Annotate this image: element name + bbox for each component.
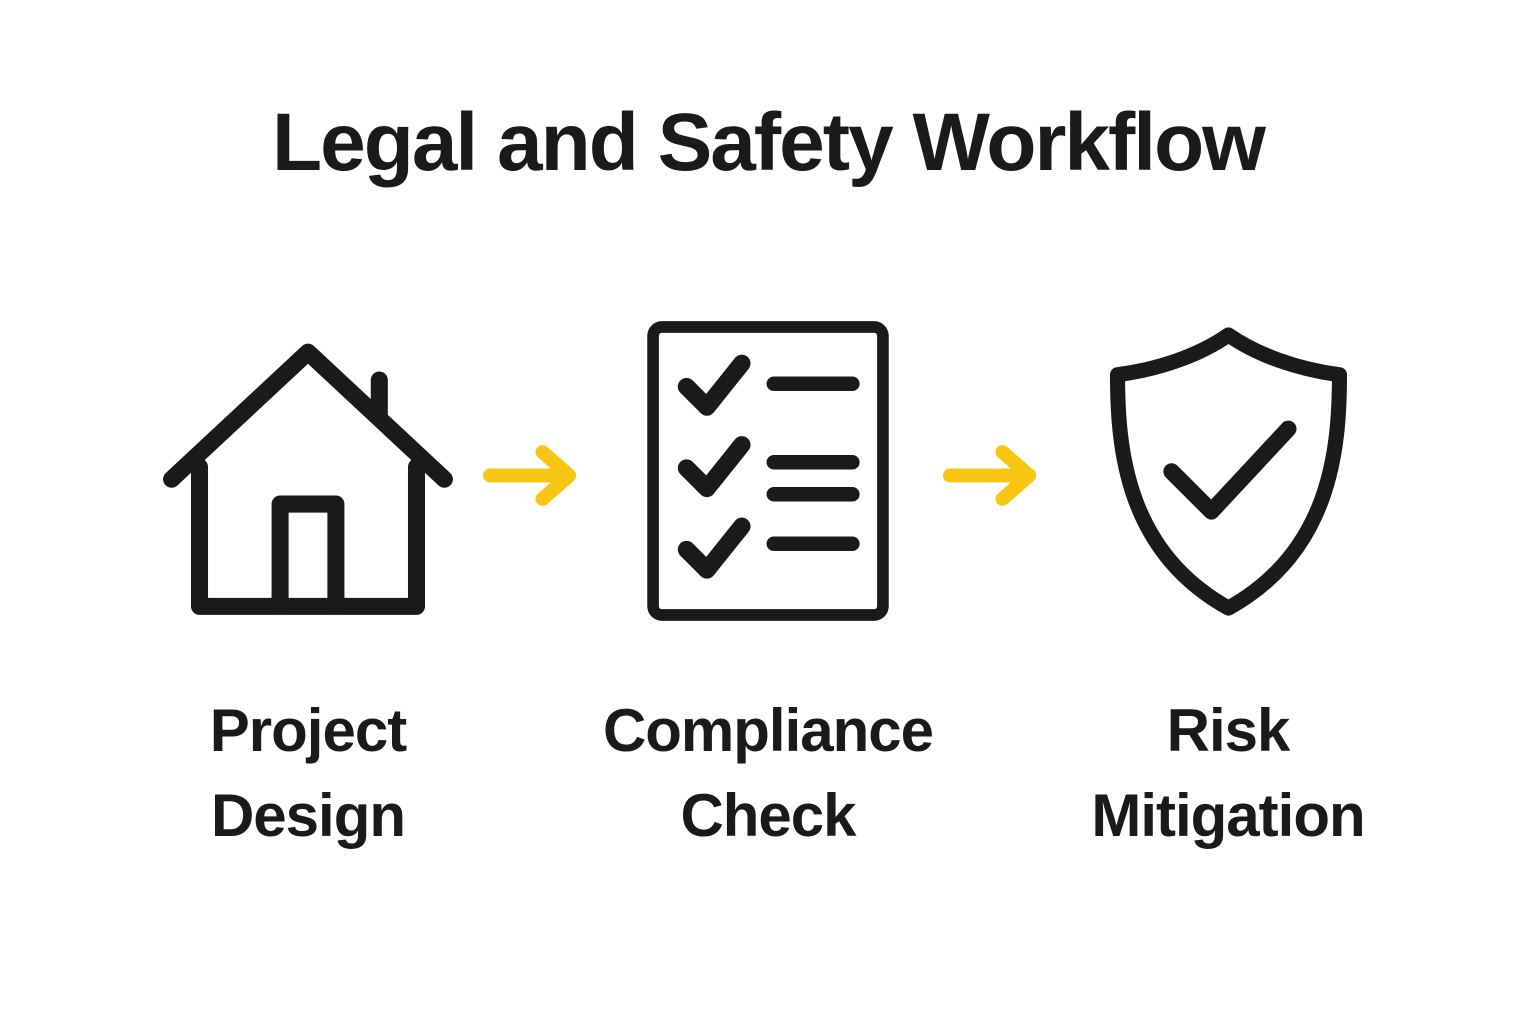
step-label: Project Design <box>209 688 407 858</box>
step-project-design: Project Design <box>134 306 482 858</box>
checklist-icon <box>637 306 899 636</box>
step-compliance-check: Compliance Check <box>594 306 942 858</box>
step-label-line2: Design <box>210 782 406 850</box>
step-label-line1: Compliance <box>602 697 934 765</box>
step-label-line1: Project <box>209 697 407 765</box>
step-label-line1: Risk <box>1166 697 1291 765</box>
shield-icon <box>1086 306 1371 636</box>
workflow-row: Project Design <box>134 306 1402 858</box>
step-label-line2: Mitigation <box>1091 782 1365 850</box>
flow-arrow-1 <box>482 442 594 509</box>
step-label-line2: Check <box>680 782 856 850</box>
step-label: Compliance Check <box>602 688 934 858</box>
step-label: Risk Mitigation <box>1091 688 1365 858</box>
step-risk-mitigation: Risk Mitigation <box>1054 306 1402 858</box>
house-icon <box>153 306 463 636</box>
page-title: Legal and Safety Workflow <box>272 97 1266 188</box>
flow-arrow-2 <box>942 442 1054 509</box>
